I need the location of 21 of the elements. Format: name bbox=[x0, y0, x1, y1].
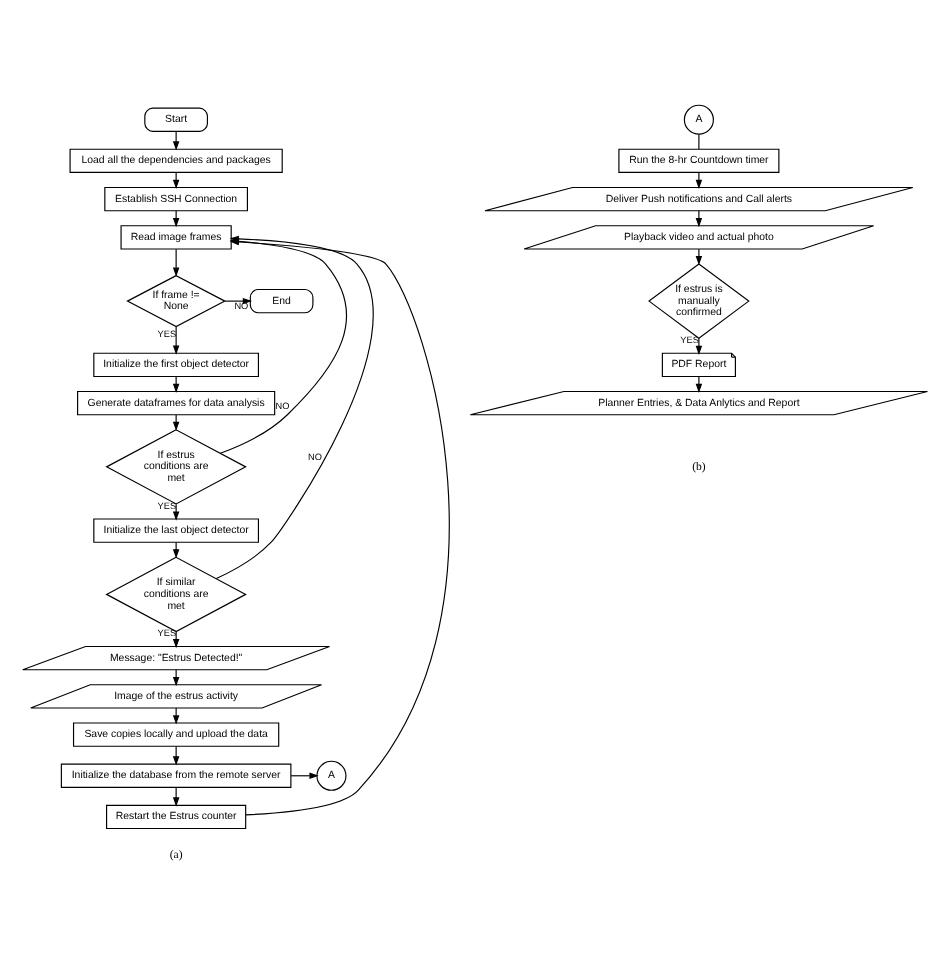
arrow bbox=[171, 129, 179, 150]
arrow bbox=[171, 375, 179, 393]
arrow bbox=[171, 744, 179, 765]
arrow bbox=[171, 785, 179, 806]
arrow bbox=[171, 325, 179, 354]
arrow bbox=[694, 209, 702, 227]
arrow bbox=[171, 630, 179, 648]
arrow bbox=[289, 771, 318, 779]
arrow bbox=[171, 209, 179, 227]
arrow bbox=[171, 171, 179, 189]
arrow bbox=[694, 375, 702, 393]
arrow bbox=[694, 336, 702, 355]
arrow bbox=[171, 413, 179, 431]
arrow bbox=[694, 171, 702, 189]
arrow bbox=[171, 706, 179, 724]
connector bbox=[697, 132, 699, 149]
arrow bbox=[171, 540, 179, 558]
arrow bbox=[694, 247, 702, 265]
arrow bbox=[171, 502, 179, 520]
arrow bbox=[171, 668, 179, 686]
arrow bbox=[171, 247, 179, 276]
